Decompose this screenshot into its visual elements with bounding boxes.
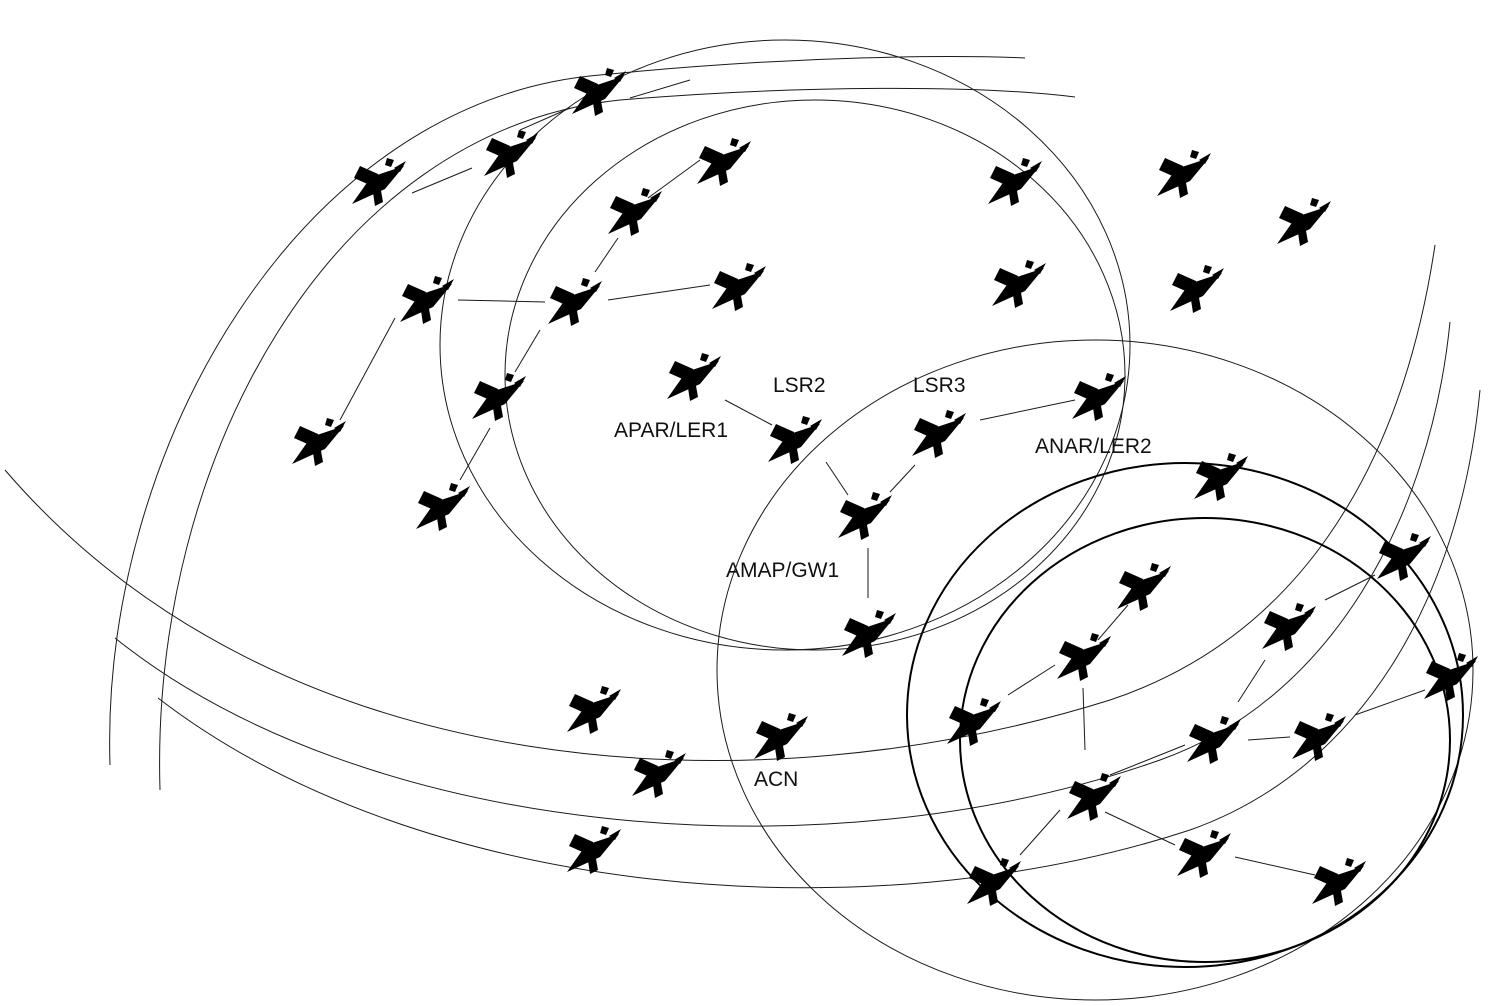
aircraft-icon — [1292, 713, 1346, 761]
aircraft-icon — [912, 410, 966, 458]
aircraft-icon — [838, 492, 892, 540]
aircraft-icon — [352, 158, 406, 206]
aircraft-icon — [416, 483, 470, 531]
aircraft-icon — [967, 858, 1021, 906]
aircraft-icon — [472, 373, 526, 421]
aircraft-icon — [567, 826, 621, 874]
aircraft-icon — [768, 416, 822, 464]
aircraft-icon — [567, 686, 621, 734]
aircraft-icon — [1157, 150, 1211, 198]
aircraft-icon — [292, 418, 346, 466]
aircraft-icon — [947, 698, 1001, 746]
aircraft-icon — [992, 260, 1046, 308]
aircraft-icon — [842, 610, 896, 658]
aircraft-icon — [1262, 603, 1316, 651]
label-lsr2: LSR2 — [773, 374, 826, 397]
aircraft-icon — [400, 276, 454, 324]
label-acn: ACN — [754, 768, 798, 791]
coverage-rings — [4, 39, 1481, 1001]
node-labels: LSR2 LSR3 APAR/LER1 ANAR/LER2 AMAP/GW1 A… — [614, 374, 1152, 791]
aircraft-nodes — [292, 68, 1478, 906]
link-lines — [339, 79, 1426, 876]
aircraft-icon — [1424, 653, 1478, 701]
aircraft-icon — [608, 188, 662, 236]
label-lsr3: LSR3 — [913, 374, 966, 397]
aircraft-icon — [1187, 716, 1241, 764]
aircraft-icon — [712, 263, 766, 311]
aircraft-icon — [697, 138, 751, 186]
aircraft-icon — [1177, 830, 1231, 878]
aircraft-icon — [484, 130, 538, 178]
aircraft-icon — [1057, 633, 1111, 681]
aircraft-icon — [1170, 265, 1224, 313]
aircraft-icon — [1072, 373, 1126, 421]
aircraft-icon — [632, 750, 686, 798]
label-anar-ler2: ANAR/LER2 — [1035, 435, 1152, 458]
aircraft-icon — [1067, 773, 1121, 821]
aircraft-icon — [1312, 858, 1366, 906]
aircraft-icon — [1117, 563, 1171, 611]
label-apar-ler1: APAR/LER1 — [614, 419, 728, 442]
aircraft-icon — [667, 353, 721, 401]
aircraft-icon — [754, 713, 808, 761]
aircraft-icon — [548, 278, 602, 326]
aircraft-icon — [1277, 198, 1331, 246]
label-amap-gw1: AMAP/GW1 — [726, 559, 839, 582]
aircraft-icon — [1194, 453, 1248, 501]
